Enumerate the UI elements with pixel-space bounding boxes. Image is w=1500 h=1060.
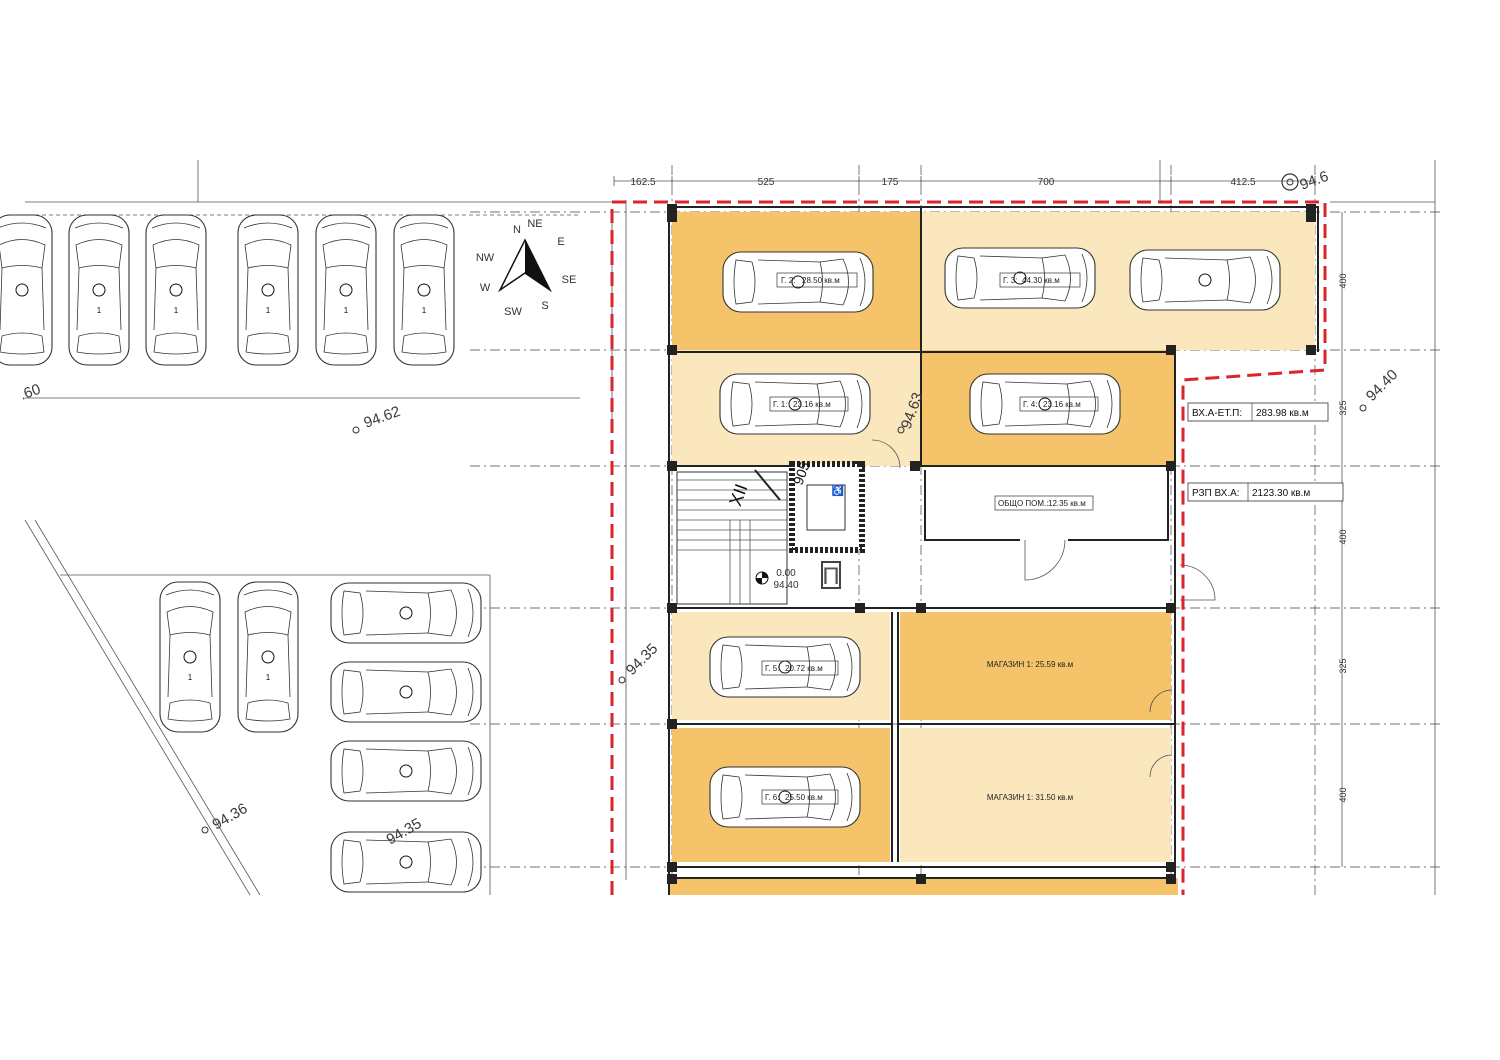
svg-text:1: 1 (188, 673, 193, 682)
compass-nw: NW (476, 252, 495, 264)
compass-s: S (541, 300, 548, 312)
garage-labels: Г. 2: 28.50 кв.м Г. 3: 44.30 кв.м Г. 1: … (761, 272, 1099, 805)
shop-1-label: МАГАЗИН 1: 25.59 кв.м (987, 660, 1073, 669)
common-room-code: ОБЩО ПОМ.: (998, 499, 1049, 508)
level-right: 94.40 (1363, 366, 1402, 405)
dim-right-3: 400 (1338, 529, 1348, 544)
compass-w: W (480, 282, 491, 294)
summary-total-value: 2123.30 кв.м (1252, 488, 1310, 499)
parking-numbers: 1 1 1 1 1 1 1 (97, 306, 427, 682)
right-dimension-chain: 400 325 400 325 400 (1338, 212, 1348, 867)
shop-1-area (900, 612, 1171, 720)
garage-1-area-label: 23.16 кв.м (793, 400, 831, 409)
garage-2-code: Г. 2: (781, 276, 795, 285)
compass-rose: N NE E SE S SW W NW (476, 218, 577, 318)
dim-top-2: 525 (758, 177, 775, 188)
common-room-area: 12.35 кв.м (1048, 499, 1086, 508)
garage-fills (668, 212, 1315, 895)
shop-2-area (900, 728, 1171, 862)
garage-4-area-label: 23.16 кв.м (1043, 400, 1081, 409)
stair-number: 905 (790, 459, 813, 487)
compass-sw: SW (504, 306, 522, 318)
dim-top-4: 700 (1038, 177, 1055, 188)
summary-total-label: РЗП ВХ.А: (1192, 488, 1240, 499)
datum-absolute: 94.40 (773, 580, 798, 591)
svg-text:1: 1 (422, 306, 427, 315)
datum-zero: 0.00 (776, 568, 796, 579)
summary-floor-value: 283.98 кв.м (1256, 408, 1309, 419)
dim-right-1: 400 (1338, 273, 1348, 288)
level-lot-a: 94.62 (362, 403, 403, 432)
dim-right-4: 325 (1338, 658, 1348, 673)
garage-5-area-label: 20.72 кв.м (785, 664, 823, 673)
dim-top-1: 162.5 (630, 177, 655, 188)
building-boundary (610, 200, 1327, 895)
area-summary: ВХ.А-ЕТ.П: 283.98 кв.м РЗП ВХ.А: 2123.30… (1187, 402, 1344, 502)
dim-top-3: 175 (882, 177, 899, 188)
garage-6-area-label: 25.50 кв.м (785, 793, 823, 802)
dim-top-5: 412.5 (1230, 177, 1255, 188)
garage-4-code: Г. 4: (1023, 400, 1037, 409)
svg-text:1: 1 (97, 306, 102, 315)
svg-text:1: 1 (266, 306, 271, 315)
garage-2-area-label: 28.50 кв.м (802, 276, 840, 285)
level-left-top: .60 (18, 381, 43, 404)
stair-core: ♿ XII 905 П 0.00 94.40 (676, 459, 865, 605)
columns (667, 204, 1316, 884)
garage-6-code: Г. 6: (765, 793, 779, 802)
compass-e: E (557, 236, 564, 248)
level-west-wall: 94.35 (623, 640, 662, 679)
svg-text:1: 1 (344, 306, 349, 315)
garage-3-area-label: 44.30 кв.м (1022, 276, 1060, 285)
compass-ne: NE (527, 218, 542, 230)
garage-3-code: Г. 3: (1003, 276, 1017, 285)
lift-label: П (822, 563, 839, 590)
shop-2-label: МАГАЗИН 1: 31.50 кв.м (987, 793, 1073, 802)
garage-5-code: Г. 5: (765, 664, 779, 673)
compass-se: SE (562, 274, 577, 286)
top-dimension-chain: 162.5 525 175 700 412.5 (613, 176, 1316, 188)
dim-right-5: 400 (1338, 787, 1348, 802)
svg-text:♿: ♿ (832, 484, 844, 497)
garage-1-code: Г. 1: (773, 400, 787, 409)
level-diagonal: 94.36 (210, 800, 251, 833)
dim-right-2: 325 (1338, 400, 1348, 415)
svg-text:1: 1 (174, 306, 179, 315)
level-top-right: 94.6 (1298, 168, 1331, 194)
svg-text:1: 1 (266, 673, 271, 682)
outdoor-parking (0, 214, 482, 893)
summary-floor-label: ВХ.А-ЕТ.П: (1192, 408, 1242, 419)
compass-n: N (513, 224, 521, 236)
